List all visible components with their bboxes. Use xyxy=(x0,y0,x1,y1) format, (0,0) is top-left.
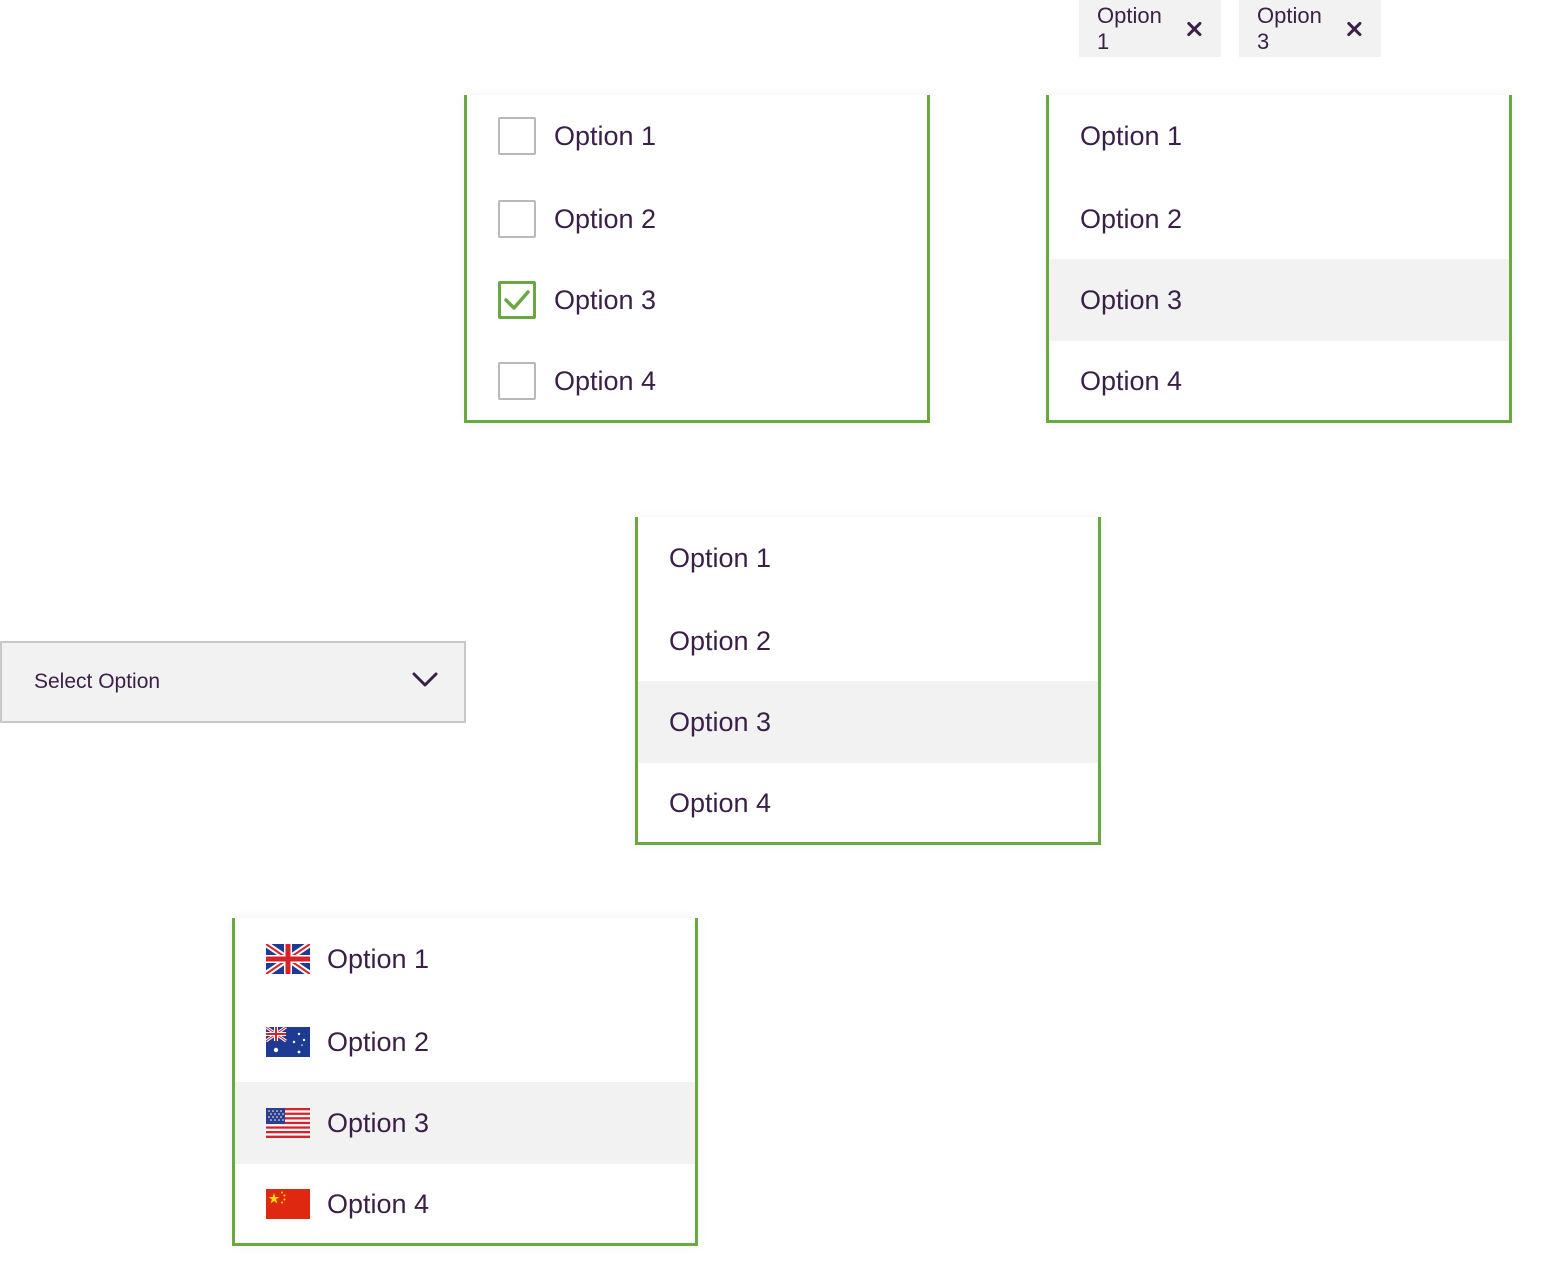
tag-label: Option 1 xyxy=(1097,2,1162,54)
option-label: Option 4 xyxy=(554,365,657,396)
list-item[interactable]: Option 4 xyxy=(235,1163,695,1245)
list-item[interactable]: Option 1 xyxy=(235,918,695,1000)
option-label: Option 1 xyxy=(669,542,772,573)
chevron-down-icon xyxy=(412,672,438,687)
list-item[interactable]: Option 4 xyxy=(638,762,1098,844)
usa-flag-icon xyxy=(266,1108,310,1138)
option-label: Option 1 xyxy=(327,943,430,974)
checkbox-option[interactable]: Option 1 xyxy=(467,95,927,177)
option-label: Option 3 xyxy=(554,284,657,315)
option-label: Option 2 xyxy=(554,203,657,234)
option-label: Option 2 xyxy=(1080,203,1183,234)
checkbox[interactable] xyxy=(498,117,536,155)
select-placeholder: Select Option xyxy=(34,670,161,693)
option-label: Option 2 xyxy=(669,625,772,656)
checkbox-checked[interactable] xyxy=(498,281,536,319)
uk-flag-icon xyxy=(266,944,310,974)
option-label: Option 3 xyxy=(327,1107,430,1138)
list-item[interactable]: Option 2 xyxy=(235,1001,695,1083)
list-item-highlighted[interactable]: Option 3 xyxy=(1049,259,1509,341)
list-item-highlighted[interactable]: Option 3 xyxy=(235,1082,695,1164)
checkmark-icon xyxy=(504,290,530,310)
option-label: Option 4 xyxy=(1080,365,1183,396)
tag-option-1: Option 1 xyxy=(1079,0,1221,57)
list-item[interactable]: Option 2 xyxy=(638,600,1098,682)
checkbox-option[interactable]: Option 3 xyxy=(467,259,927,341)
china-flag-icon xyxy=(266,1189,310,1219)
checkbox-option[interactable]: Option 2 xyxy=(467,178,927,260)
option-label: Option 3 xyxy=(669,706,772,737)
checkbox-dropdown-list: Option 1 Option 2 Option 3 Option 4 xyxy=(464,95,930,423)
checkbox[interactable] xyxy=(498,200,536,238)
tag-label: Option 3 xyxy=(1257,2,1322,54)
option-label: Option 3 xyxy=(1080,284,1183,315)
checkbox-option[interactable]: Option 4 xyxy=(467,340,927,422)
list-item[interactable]: Option 1 xyxy=(638,517,1098,599)
list-item[interactable]: Option 1 xyxy=(1049,95,1509,177)
list-item[interactable]: Option 2 xyxy=(1049,178,1509,260)
checkbox[interactable] xyxy=(498,362,536,400)
option-label: Option 4 xyxy=(669,787,772,818)
multi-select-list: Option 1 Option 2 Option 3 Option 4 xyxy=(1046,95,1512,423)
flag-select-list: Option 1 Option 2 xyxy=(232,918,698,1246)
tag-option-3: Option 3 xyxy=(1239,0,1381,57)
single-select-list: Option 1 Option 2 Option 3 Option 4 xyxy=(635,517,1101,845)
option-label: Option 2 xyxy=(327,1026,430,1057)
option-label: Option 1 xyxy=(1080,120,1183,151)
list-item-highlighted[interactable]: Option 3 xyxy=(638,681,1098,763)
list-item[interactable]: Option 4 xyxy=(1049,340,1509,422)
option-label: Option 1 xyxy=(554,120,657,151)
close-icon[interactable] xyxy=(1186,20,1203,38)
option-label: Option 4 xyxy=(327,1188,430,1219)
close-icon[interactable] xyxy=(1346,20,1363,38)
select-dropdown[interactable]: Select Option xyxy=(0,641,466,723)
australia-flag-icon xyxy=(266,1027,310,1057)
